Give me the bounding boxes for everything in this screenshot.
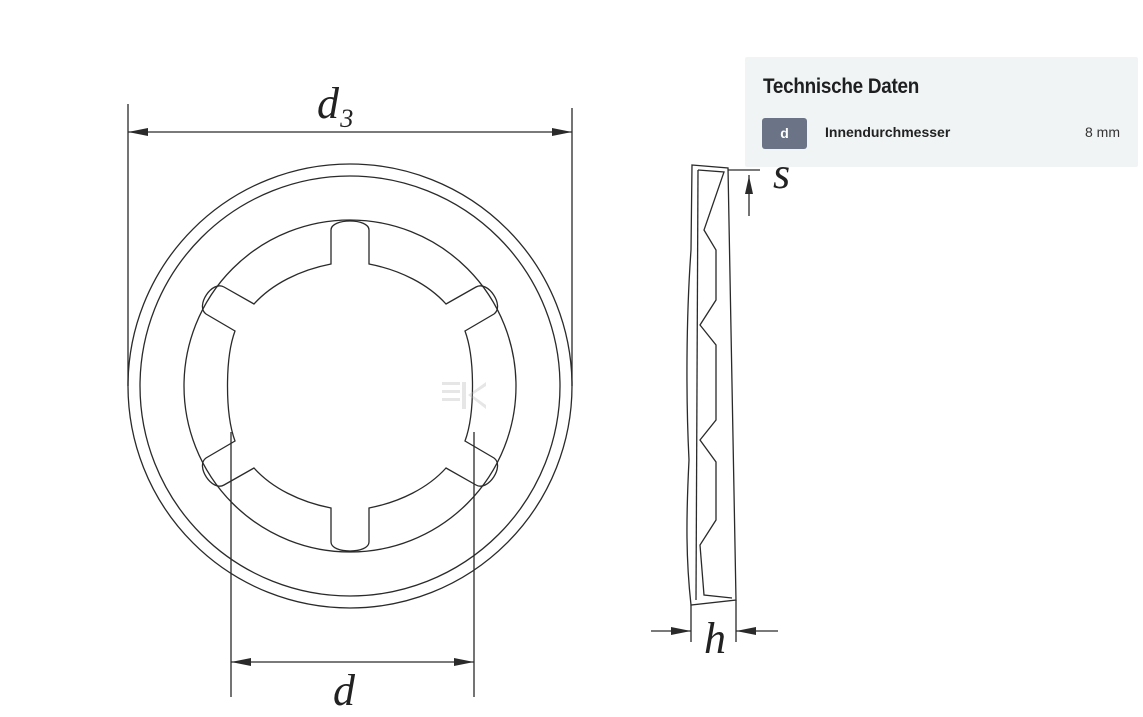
dim-label-h: h bbox=[704, 614, 726, 663]
outer-ring-outer-edge bbox=[127, 163, 573, 609]
dim-label-d3: d₃ bbox=[317, 79, 354, 128]
dim-label-d: d bbox=[333, 666, 356, 715]
spec-label: Innendurchmesser bbox=[825, 124, 951, 140]
technical-data-panel: Technische Daten d Innendurchmesser 8 mm bbox=[745, 57, 1138, 167]
side-view-outline bbox=[686, 164, 737, 606]
panel-title: Technische Daten bbox=[763, 75, 920, 98]
spec-badge: d bbox=[762, 118, 807, 149]
spec-row: d Innendurchmesser 8 mm bbox=[762, 118, 1120, 150]
flat-ring-inner-edge bbox=[183, 219, 517, 553]
spec-value: 8 mm bbox=[1085, 124, 1120, 140]
watermark-logo bbox=[442, 382, 486, 409]
outer-ring-inner-edge bbox=[139, 175, 561, 597]
star-opening bbox=[201, 220, 499, 552]
